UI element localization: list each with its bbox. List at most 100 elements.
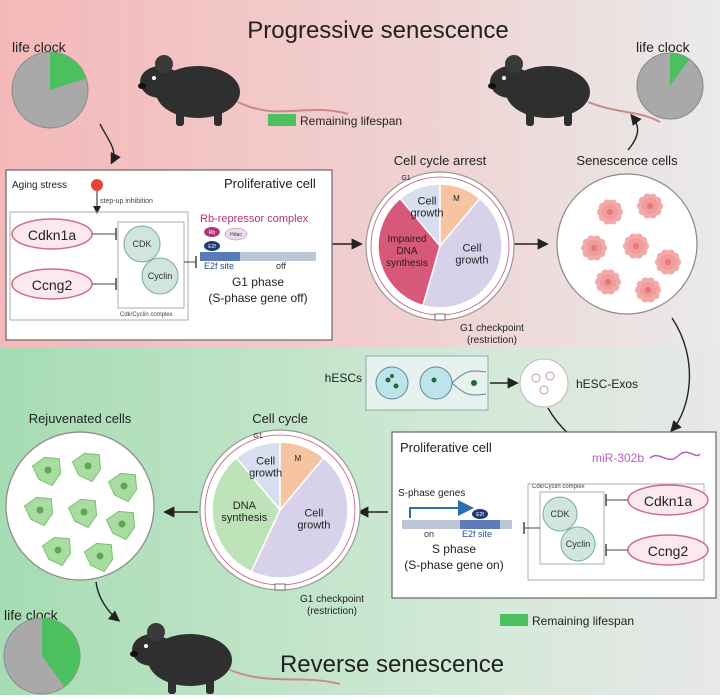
arrow-senescence-to-bottom: [670, 317, 691, 433]
ccng2-label-bottom: Ccng2: [648, 543, 689, 559]
g1-phase-label: G1 phase: [232, 275, 284, 289]
cycle-label-g2-0: Cell: [304, 507, 323, 519]
cycle-checkpoint-marker: [274, 583, 286, 591]
hdac-label: Hdac: [230, 232, 242, 238]
s-phase-label: S phase: [432, 542, 476, 556]
cdk-label-top: CDK: [132, 239, 151, 249]
step-up-label: step-up inhibition: [100, 198, 153, 205]
arrow-clock-to-panel: [99, 123, 121, 165]
cyclin-label-bottom: Cyclin: [566, 539, 591, 549]
arrest-g1-tick: G1: [401, 175, 410, 182]
arrest-label-m-0: M: [453, 194, 460, 203]
rejuvenated-nucleus-3: [36, 506, 44, 514]
cyclin-label-top: Cyclin: [148, 271, 173, 281]
arrest-growth2: [421, 197, 503, 309]
rejuvenated-nucleus-5: [118, 520, 126, 528]
life-clock-top-right: [636, 52, 704, 120]
life-clock-top-left-remaining: [50, 52, 87, 90]
complex-label-bottom: Cdk/Cyclin complex: [532, 484, 585, 490]
title-progressive: Progressive senescence: [247, 17, 508, 44]
cycle-label-g1a-1: growth: [249, 468, 282, 480]
cdkn1a-label-top: Cdkn1a: [28, 227, 76, 243]
legend-label-bottom: Remaining lifespan: [532, 614, 634, 628]
hesc-label: hESCs: [325, 371, 362, 385]
rejuvenated-nucleus-0: [44, 466, 52, 474]
cycle-growth2: [250, 456, 349, 579]
arrest-checkpoint-marker: [434, 313, 446, 321]
senescence-title: Senescence cells: [576, 153, 678, 168]
aging-stress-dot: [91, 179, 103, 191]
mouse-icon-bottom: [130, 623, 341, 694]
life-clock-top-right-remaining: [670, 53, 690, 86]
senescence-nucleus-4: [665, 259, 671, 265]
ccng2-label-top: Ccng2: [32, 277, 73, 293]
top-panel-title: Proliferative cell: [224, 176, 316, 191]
cdk-label-bottom: CDK: [550, 509, 569, 519]
arrest-label-imp-1: DNA: [396, 246, 417, 257]
hdac-node: [224, 227, 248, 241]
arrest-checkpoint-label: G1 checkpoint: [460, 323, 524, 334]
legend-swatch-top: [268, 114, 296, 126]
rb-label: Rb: [209, 230, 216, 236]
arrest-cycle-wheel: CellgrowthCellgrowthImpairedDNAsynthesis…: [365, 171, 515, 321]
cycle-label-g2-1: growth: [297, 519, 330, 531]
arrest-label-g1a-0: Cell: [418, 195, 437, 207]
cycle-g1-tick: G1: [253, 433, 262, 440]
arrest-title: Cell cycle arrest: [394, 153, 487, 168]
top-proliferative-panel: Aging stress Proliferative cell step-up …: [5, 169, 333, 341]
arrest-label-g2-1: growth: [455, 255, 488, 267]
complex-label-top: Cdk/Cyclin complex: [120, 312, 173, 318]
cycle-label-dna-0: DNA: [233, 500, 257, 512]
cycle-label-dna-1: synthesis: [221, 512, 267, 524]
rb-complex-label: Rb-repressor complex: [200, 213, 309, 225]
rejuvenated-nucleus-1: [84, 462, 92, 470]
cycle-label-g1a-0: Cell: [256, 456, 275, 468]
cdkn1a-label-bottom: Cdkn1a: [644, 493, 692, 509]
life-clock-top-left: [11, 51, 89, 129]
arrow-rejuvenated-to-mouse: [95, 581, 121, 622]
cdk-node-bottom: [542, 496, 578, 532]
arrest-restriction-label: (restriction): [467, 335, 517, 346]
bottom-panel-title: Proliferative cell: [400, 440, 492, 455]
title-reverse: Reverse senescence: [280, 651, 504, 678]
arrow-senescence-to-mouse: [627, 113, 642, 151]
mouse-icon-top-right: [488, 55, 661, 126]
rejuvenated-nucleus-4: [80, 508, 88, 516]
arrest-label-g2-0: Cell: [462, 243, 481, 255]
life-clock-label-tl: life clock: [12, 39, 67, 55]
cycle-dna: [211, 456, 281, 573]
off-label: off: [276, 261, 286, 271]
cycle-checkpoint-label: G1 checkpoint: [300, 594, 364, 605]
life-clock-label-tr: life clock: [636, 39, 691, 55]
senescence-nucleus-1: [647, 203, 653, 209]
rejuvenated-nucleus-7: [96, 552, 104, 560]
senescence-cells: [581, 193, 681, 303]
arrest-label-imp-0: Impaired: [388, 234, 427, 245]
g1-phase-note: (S-phase gene off): [208, 291, 307, 305]
legend-swatch-bottom: [500, 614, 528, 626]
senescence-nucleus-2: [591, 245, 597, 251]
rejuvenated-nucleus-6: [54, 546, 62, 554]
arrest-impaired: [377, 197, 441, 307]
bottom-proliferative-panel: Proliferative cell miR-302b Cdk/Cyclin c…: [391, 431, 717, 599]
rb-node: [204, 227, 220, 237]
s-phase-note: (S-phase gene on): [404, 558, 503, 572]
legend-label-top: Remaining lifespan: [300, 114, 402, 128]
rejuvenated-title: Rejuvenated cells: [29, 411, 132, 426]
exos-circle: [519, 358, 569, 408]
hesc-box: hESCs: [325, 355, 489, 411]
e2f-node-bottom: [472, 509, 488, 519]
arrest-label-g1a-1: growth: [410, 207, 443, 219]
mouse-icon-top: [138, 55, 349, 126]
e2f-site-label-bottom: E2f site: [462, 529, 492, 539]
cdk-node-top: [123, 225, 161, 263]
e2f-site-label-top: E2f site: [204, 261, 234, 271]
arrest-label-imp-2: synthesis: [386, 258, 428, 269]
cycle-title: Cell cycle: [252, 411, 308, 426]
senescence-nucleus-6: [645, 287, 651, 293]
cycle-label-m-0: M: [294, 454, 301, 463]
exos-label: hESC-Exos: [576, 377, 638, 391]
